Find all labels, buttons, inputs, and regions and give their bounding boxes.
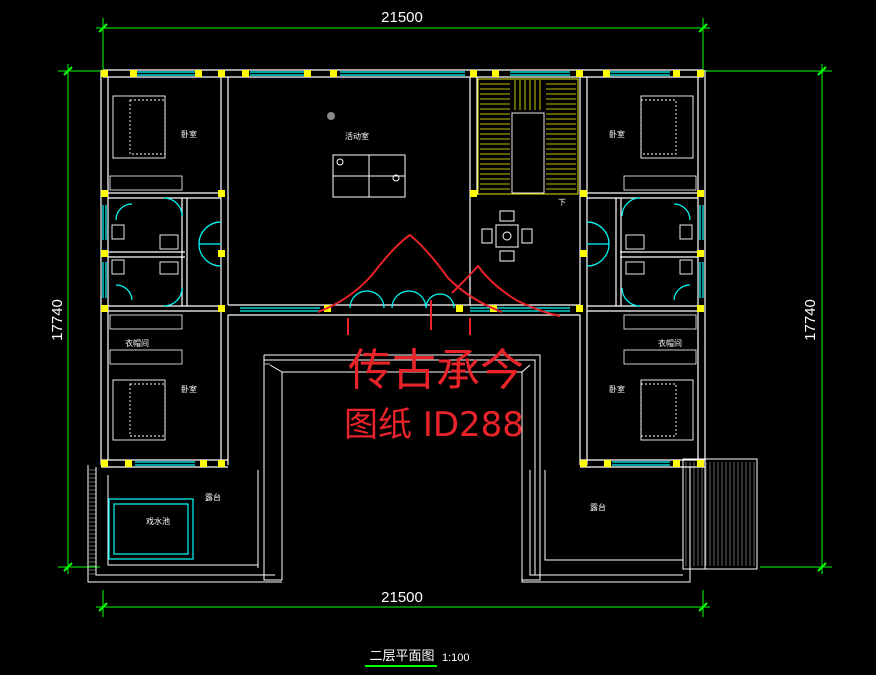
room-label-bedroom-nw: 卧室 <box>181 129 197 139</box>
tea-table <box>481 210 533 262</box>
room-label-closet-sw: 衣帽间 <box>125 338 149 348</box>
ceiling-lamp-icon <box>327 112 335 120</box>
east-terrace <box>521 458 758 583</box>
room-label-stair-down: 下 <box>558 198 566 207</box>
top-dimension-label: 21500 <box>381 9 423 26</box>
watermark-line2: 图纸 ID288 <box>344 405 524 445</box>
beds <box>112 95 694 441</box>
ping-pong-table <box>332 154 406 198</box>
staircase <box>477 78 579 195</box>
doors <box>115 197 691 309</box>
pool <box>108 498 194 560</box>
watermark-line1: 传古承今 <box>348 345 524 396</box>
room-label-bedroom-sw: 卧室 <box>181 384 197 394</box>
stair-treads <box>480 80 576 190</box>
left-dimension-label: 17740 <box>49 299 66 341</box>
bathroom-fixtures <box>111 224 693 275</box>
dimension-ticks <box>63 23 827 612</box>
bottom-dimension-label: 21500 <box>381 589 423 606</box>
windows <box>102 71 704 466</box>
drawing-title: 二层平面图 <box>369 649 434 664</box>
room-label-activity: 活动室 <box>345 131 369 141</box>
wardrobes <box>109 175 697 365</box>
room-label-closet-se: 衣帽间 <box>658 338 682 348</box>
room-label-bedroom-se: 卧室 <box>609 384 625 394</box>
room-label-terrace-e: 露台 <box>590 502 606 512</box>
west-terrace <box>87 465 282 583</box>
parapet-hatching <box>89 462 755 575</box>
room-label-bedroom-ne: 卧室 <box>609 129 625 139</box>
right-dimension-label: 17740 <box>802 299 819 341</box>
dimension-lines <box>58 18 832 617</box>
room-label-pool: 戏水池 <box>146 516 170 526</box>
room-label-terrace-w: 露台 <box>205 492 221 502</box>
watermark: 传古承今 图纸 ID288 <box>317 233 561 445</box>
drawing-scale: 1:100 <box>442 652 470 664</box>
watermark-roof-icon <box>317 233 561 335</box>
room-labels: 卧室 活动室 卧室 下 衣帽间 卧室 衣帽间 卧室 露台 戏水池 露台 <box>125 129 682 526</box>
